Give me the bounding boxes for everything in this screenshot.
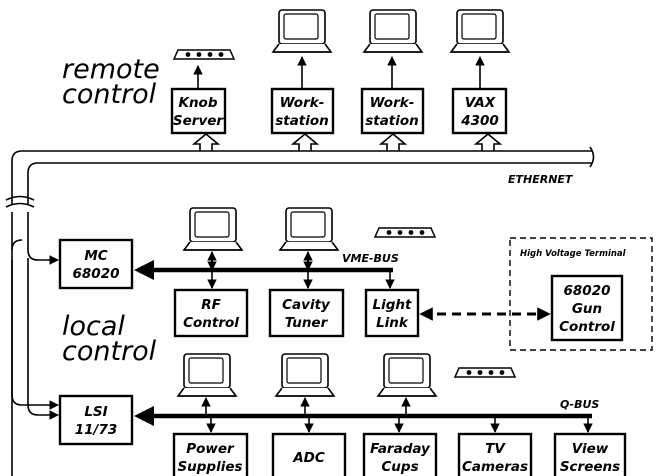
qbus-monitor-icon (377, 353, 437, 397)
mc-line2: 68020 (73, 266, 120, 282)
qbus-monitor-icon (275, 353, 335, 397)
rf-control-line2: Control (183, 315, 239, 331)
qbus-node-view-screens: View Screens (553, 432, 627, 476)
knob-server-line2: Server (173, 113, 224, 129)
view-screens-line2: Screens (560, 459, 620, 475)
workstation-1-line2: station (275, 113, 329, 129)
qbus-node-tv-cameras: TV Cameras (457, 432, 533, 476)
ethernet-label: ETHERNET (508, 173, 574, 186)
qbus-node-power-supplies: Power Supplies (172, 432, 249, 476)
vme-monitor-icon (279, 207, 339, 251)
local-control-label-line2: control (62, 336, 157, 367)
faraday-cups-line1: Faraday (370, 441, 431, 457)
remote-node-workstation-1: Work- station (270, 87, 335, 135)
vme-node-rf-control: RF Control (173, 288, 249, 338)
processor-mc-68020: MC 68020 (58, 238, 134, 290)
qbus-node-faraday-cups: Faraday Cups (362, 432, 438, 476)
light-link-line1: Light (373, 297, 413, 313)
adc-line1: ADC (292, 450, 325, 466)
remote-node-workstation-2: Work- station (360, 87, 425, 135)
rf-control-line1: RF (201, 297, 221, 313)
view-screens-line1: View (572, 441, 609, 457)
workstation-monitor-icon (272, 9, 332, 53)
remote-node-vax-4300: VAX 4300 (451, 87, 508, 135)
vme-node-cavity-tuner: Cavity Tuner (268, 288, 345, 338)
vax-terminal-monitor-icon (450, 9, 510, 53)
processor-lsi-11-73: LSI 11/73 (58, 394, 134, 446)
gun-control-68020: 68020 Gun Control (550, 274, 624, 342)
knob-panel-icon (173, 49, 235, 60)
high-voltage-terminal-boundary (509, 237, 653, 351)
mc-line1: MC (84, 248, 107, 264)
cavity-tuner-line1: Cavity (282, 297, 331, 313)
remote-node-knob-server: Knob Server (170, 87, 227, 135)
vax-4300-line1: VAX (465, 95, 496, 111)
vme-node-light-link: Light Link (364, 288, 420, 338)
power-supplies-line2: Supplies (177, 459, 242, 475)
power-supplies-line1: Power (186, 441, 235, 457)
tv-cameras-line1: TV (485, 441, 506, 457)
workstation-1-line1: Work- (280, 95, 325, 111)
light-link-line2: Link (376, 315, 409, 331)
vme-monitor-icon (183, 207, 243, 251)
remote-control-label-line1: remote (62, 54, 160, 85)
vax-4300-line2: 4300 (460, 113, 499, 129)
gun-control-line2: Gun (572, 301, 602, 317)
high-voltage-terminal-label: High Voltage Terminal (520, 249, 627, 259)
qbus-node-adc: ADC (271, 432, 347, 476)
qbus-monitor-icon (177, 353, 237, 397)
tv-cameras-line2: Cameras (462, 459, 528, 475)
vme-bus-label: VME-BUS (342, 252, 399, 265)
lsi-line2: 11/73 (75, 422, 118, 438)
qbus-knob-panel-icon (454, 367, 516, 378)
cavity-tuner-line2: Tuner (285, 315, 329, 331)
workstation-2-line1: Work- (370, 95, 415, 111)
workstation-monitor-icon (363, 9, 423, 53)
faraday-cups-line2: Cups (381, 459, 418, 475)
workstation-2-line2: station (365, 113, 419, 129)
local-control-label-line1: local (62, 311, 125, 342)
ethernet-bus (5, 146, 595, 476)
lsi-line1: LSI (84, 404, 107, 420)
gun-control-line3: Control (559, 319, 615, 335)
q-bus-label: Q-BUS (560, 398, 599, 411)
ethernet-taps (191, 132, 503, 151)
vme-knob-panel-icon (374, 227, 436, 238)
gun-control-line1: 68020 (564, 283, 611, 299)
remote-control-label-line2: control (62, 79, 157, 110)
knob-server-line1: Knob (178, 95, 217, 111)
